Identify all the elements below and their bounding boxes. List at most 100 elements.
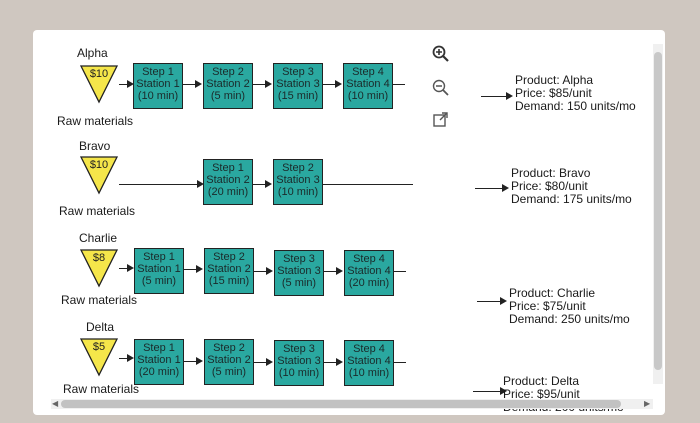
step-time: (20 min) [207, 186, 249, 198]
process-step: Step 2 Station 3 (10 min) [273, 159, 323, 205]
arrowhead [336, 267, 343, 275]
flow-arrow [119, 184, 199, 186]
step-time: (10 min) [137, 90, 179, 102]
output-price: Price: $85/unit [515, 86, 592, 100]
raw-material-cost: $10 [89, 159, 109, 171]
flow-arrow [184, 361, 198, 363]
flow-arrow [119, 358, 129, 360]
arrowhead [266, 358, 273, 366]
product-name: Alpha [77, 46, 108, 60]
arrowhead [197, 180, 204, 188]
step-time: (20 min) [348, 277, 390, 289]
arrowhead [195, 80, 202, 88]
flow-arrow [183, 84, 197, 86]
step-label: Step 1 [143, 342, 175, 354]
station-label: Station 2 [206, 78, 250, 90]
flow-arrow [323, 184, 413, 186]
step-label: Step 3 [283, 253, 315, 265]
step-label: Step 2 [212, 66, 244, 78]
step-label: Step 3 [283, 343, 315, 355]
product-output: Product: Alpha Price: $85/unit Demand: 1… [515, 74, 636, 113]
station-label: Station 3 [276, 174, 320, 186]
station-label: Station 3 [277, 265, 321, 277]
raw-materials-label: Raw materials [63, 382, 140, 396]
arrowhead [335, 80, 342, 88]
raw-material-cost: $10 [89, 68, 109, 80]
arrowhead [196, 357, 203, 365]
output-demand: Demand: 250 units/mo [509, 312, 630, 326]
step-label: Step 2 [213, 342, 245, 354]
vertical-scrollbar[interactable] [653, 44, 663, 384]
horizontal-scrollbar[interactable]: ◀ ▶ [51, 399, 653, 409]
arrowhead [196, 265, 203, 273]
arrowhead [506, 92, 513, 100]
arrowhead [336, 358, 343, 366]
flow-arrow [323, 84, 337, 86]
step-time: (15 min) [208, 275, 250, 287]
product-bravo-row: Bravo $10 Raw materials Step 1 Station 2… [33, 122, 665, 218]
step-time: (5 min) [281, 277, 317, 289]
raw-material-triangle: $8 [79, 248, 119, 288]
raw-materials-label: Raw materials [61, 293, 138, 307]
flow-arrow [324, 362, 338, 364]
step-time: (10 min) [277, 186, 319, 198]
zoom-in-icon[interactable] [431, 44, 451, 64]
step-label: Step 4 [353, 343, 385, 355]
arrowhead [127, 264, 134, 272]
process-step: Step 3 Station 3 (15 min) [273, 63, 323, 109]
raw-material-cost: $8 [92, 252, 106, 264]
product-name: Delta [86, 320, 115, 334]
step-time: (5 min) [210, 90, 246, 102]
output-demand: Demand: 175 units/mo [511, 192, 632, 206]
product-alpha-row: Alpha $10 Raw materials Step 1 Station 1… [33, 30, 665, 128]
process-step: Step 2 Station 2 (5 min) [204, 339, 254, 385]
step-label: Step 2 [213, 251, 245, 263]
step-time: (10 min) [347, 90, 389, 102]
step-time: (15 min) [277, 90, 319, 102]
arrowhead [500, 297, 507, 305]
zoom-out-icon[interactable] [431, 78, 451, 98]
arrowhead [502, 184, 509, 192]
output-arrow [477, 301, 501, 303]
arrowhead [266, 267, 273, 275]
product-delta-row: Delta $5 Raw materials Step 1 Station 1 … [33, 303, 665, 414]
process-step: Step 4 Station 4 (20 min) [344, 250, 394, 296]
raw-material-cost: $5 [92, 341, 106, 353]
station-label: Station 1 [136, 78, 180, 90]
step-time: (5 min) [141, 275, 177, 287]
flow-arrow [119, 84, 129, 86]
station-label: Station 3 [277, 355, 321, 367]
output-arrow [481, 96, 507, 98]
flow-arrow [253, 184, 267, 186]
flow-arrow [253, 84, 267, 86]
raw-material-triangle: $10 [79, 64, 119, 104]
arrowhead [500, 387, 507, 395]
step-label: Step 1 [142, 66, 174, 78]
scroll-right-arrow-icon[interactable]: ▶ [644, 399, 651, 408]
station-label: Station 1 [137, 263, 181, 275]
vertical-scroll-thumb[interactable] [654, 52, 662, 370]
process-step: Step 3 Station 3 (5 min) [274, 250, 324, 296]
product-name: Bravo [79, 139, 111, 153]
output-price: Price: $80/unit [511, 179, 588, 193]
process-step: Step 1 Station 2 (20 min) [203, 159, 253, 205]
arrowhead [127, 354, 134, 362]
flow-arrow [119, 268, 129, 270]
scroll-left-arrow-icon[interactable]: ◀ [52, 399, 59, 408]
station-label: Station 4 [347, 265, 391, 277]
step-time: (5 min) [211, 366, 247, 378]
open-external-icon[interactable] [431, 110, 451, 130]
flow-arrow [254, 362, 268, 364]
station-label: Station 1 [137, 354, 181, 366]
station-label: Station 2 [206, 174, 250, 186]
output-demand: Demand: 150 units/mo [515, 99, 636, 113]
product-charlie-row: Charlie $8 Raw materials Step 1 Station … [33, 213, 665, 326]
horizontal-scroll-thumb[interactable] [61, 400, 621, 408]
station-label: Station 4 [347, 355, 391, 367]
station-label: Station 4 [346, 78, 390, 90]
station-label: Station 2 [207, 263, 251, 275]
step-label: Step 4 [353, 253, 385, 265]
flow-arrow [394, 362, 406, 364]
step-label: Step 1 [212, 162, 244, 174]
step-label: Step 2 [282, 162, 314, 174]
